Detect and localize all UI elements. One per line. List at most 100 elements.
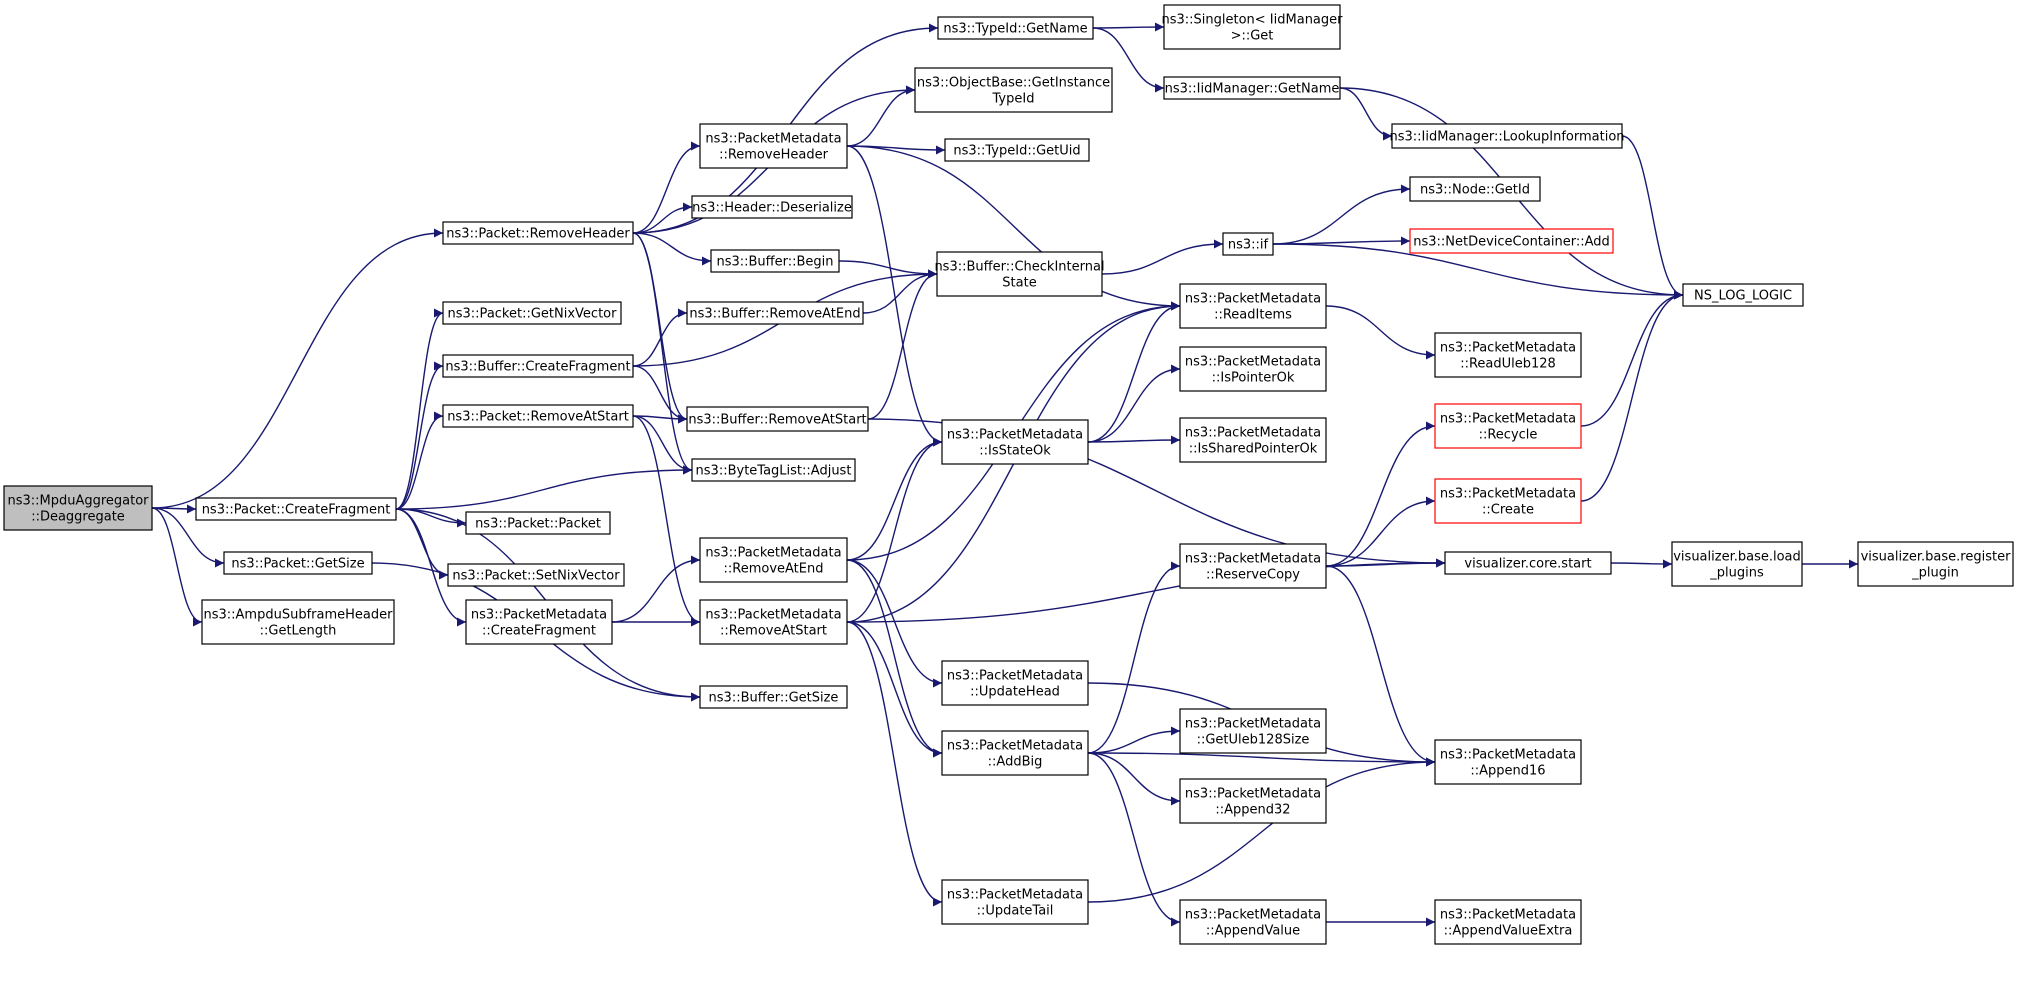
node-box[interactable] [1179, 346, 1327, 392]
node-box[interactable] [1409, 228, 1614, 254]
node-box[interactable] [1163, 76, 1341, 100]
node-box[interactable] [937, 16, 1094, 40]
node-bbegin[interactable]: ns3::Buffer::Begin [710, 249, 840, 273]
node-vregplugin[interactable]: visualizer.base.register_plugin [1857, 541, 2014, 587]
node-reservecopy[interactable]: ns3::PacketMetadata::ReserveCopy [1179, 543, 1327, 589]
node-box[interactable] [699, 599, 848, 645]
node-box[interactable] [465, 511, 611, 535]
node-box[interactable] [3, 485, 153, 531]
node-box[interactable] [691, 458, 856, 482]
node-box[interactable] [944, 138, 1090, 162]
node-box[interactable] [1857, 541, 2014, 587]
node-box[interactable] [941, 660, 1089, 706]
node-bremstart[interactable]: ns3::Buffer::RemoveAtStart [686, 406, 869, 432]
node-append32[interactable]: ns3::PacketMetadata::Append32 [1179, 778, 1327, 824]
node-box[interactable] [699, 123, 848, 169]
node-updatehead[interactable]: ns3::PacketMetadata::UpdateHead [941, 660, 1089, 706]
node-box[interactable] [1222, 232, 1274, 256]
node-ns3if[interactable]: ns3::if [1222, 232, 1274, 256]
node-box[interactable] [699, 537, 848, 583]
node-createfrag[interactable]: ns3::Packet::CreateFragment [195, 497, 397, 521]
node-box[interactable] [1179, 778, 1327, 824]
node-tidgetname[interactable]: ns3::TypeId::GetName [937, 16, 1094, 40]
node-readitems[interactable]: ns3::PacketMetadata::ReadItems [1179, 283, 1327, 329]
node-box[interactable] [1434, 403, 1582, 449]
node-recycle[interactable]: ns3::PacketMetadata::Recycle [1434, 403, 1582, 449]
node-box[interactable] [201, 599, 395, 645]
node-hdrdeser[interactable]: ns3::Header::Deserialize [691, 195, 853, 219]
node-btagadjust[interactable]: ns3::ByteTagList::Adjust [691, 458, 856, 482]
node-vloadplugins[interactable]: visualizer.base.load_plugins [1671, 541, 1803, 587]
node-box[interactable] [686, 406, 869, 432]
node-box[interactable] [941, 879, 1089, 925]
node-lookup[interactable]: ns3::IidManager::LookupInformation [1389, 123, 1625, 149]
node-box[interactable] [1391, 123, 1623, 149]
node-box[interactable] [1444, 551, 1612, 575]
node-box[interactable] [1179, 543, 1327, 589]
node-box[interactable] [941, 730, 1089, 776]
node-box[interactable] [1434, 739, 1582, 785]
node-box[interactable] [1671, 541, 1803, 587]
node-box[interactable] [1163, 4, 1341, 50]
node-getuleb[interactable]: ns3::PacketMetadata::GetUleb128Size [1179, 708, 1327, 754]
node-box[interactable] [1682, 283, 1804, 307]
node-box[interactable] [1434, 332, 1582, 378]
node-box[interactable] [465, 599, 613, 645]
node-box[interactable] [447, 563, 625, 587]
node-ispointerok[interactable]: ns3::PacketMetadata::IsPointerOk [1179, 346, 1327, 392]
node-getuid[interactable]: ns3::TypeId::GetUid [944, 138, 1090, 162]
node-ampdu[interactable]: ns3::AmpduSubframeHeader::GetLength [201, 599, 395, 645]
node-box[interactable] [1179, 417, 1327, 463]
node-box[interactable] [914, 67, 1113, 113]
node-iidgetname[interactable]: ns3::IidManager::GetName [1163, 76, 1341, 100]
node-nslog[interactable]: NS_LOG_LOGIC [1682, 283, 1804, 307]
node-bgetsize[interactable]: ns3::Buffer::GetSize [699, 685, 848, 709]
node-singleton[interactable]: ns3::Singleton< IidManager>::Get [1161, 4, 1343, 50]
node-updatetail[interactable]: ns3::PacketMetadata::UpdateTail [941, 879, 1089, 925]
node-box[interactable] [1179, 899, 1327, 945]
node-box[interactable] [1409, 176, 1541, 202]
node-box[interactable] [442, 301, 622, 325]
node-readuleb[interactable]: ns3::PacketMetadata::ReadUleb128 [1434, 332, 1582, 378]
node-box[interactable] [223, 551, 373, 575]
node-bcreatefrag[interactable]: ns3::Buffer::CreateFragment [442, 354, 634, 378]
node-addbig[interactable]: ns3::PacketMetadata::AddBig [941, 730, 1089, 776]
node-box[interactable] [442, 404, 634, 428]
node-box[interactable] [195, 497, 397, 521]
node-box[interactable] [442, 354, 634, 378]
node-box[interactable] [1434, 899, 1582, 945]
node-issharedok[interactable]: ns3::PacketMetadata::IsSharedPointerOk [1179, 417, 1327, 463]
node-nodegetid[interactable]: ns3::Node::GetId [1409, 176, 1541, 202]
node-pmcreatefrag[interactable]: ns3::PacketMetadata::CreateFragment [465, 599, 613, 645]
node-appendvalue[interactable]: ns3::PacketMetadata::AppendValue [1179, 899, 1327, 945]
node-ndcadd[interactable]: ns3::NetDeviceContainer::Add [1409, 228, 1614, 254]
node-box[interactable] [1434, 478, 1582, 524]
node-box[interactable] [941, 419, 1089, 465]
node-appendextra[interactable]: ns3::PacketMetadata::AppendValueExtra [1434, 899, 1582, 945]
node-box[interactable] [442, 221, 634, 245]
node-pmcreate[interactable]: ns3::PacketMetadata::Create [1434, 478, 1582, 524]
node-pmremend[interactable]: ns3::PacketMetadata::RemoveAtEnd [699, 537, 848, 583]
node-box[interactable] [686, 301, 864, 325]
node-pmremhdr[interactable]: ns3::PacketMetadata::RemoveHeader [699, 123, 848, 169]
node-getnix[interactable]: ns3::Packet::GetNixVector [442, 301, 622, 325]
node-box[interactable] [936, 251, 1103, 297]
node-pgetsize[interactable]: ns3::Packet::GetSize [223, 551, 373, 575]
node-setnix[interactable]: ns3::Packet::SetNixVector [447, 563, 625, 587]
node-box[interactable] [699, 685, 848, 709]
node-pmremstart[interactable]: ns3::PacketMetadata::RemoveAtStart [699, 599, 848, 645]
node-isstateok[interactable]: ns3::PacketMetadata::IsStateOk [941, 419, 1089, 465]
node-append16[interactable]: ns3::PacketMetadata::Append16 [1434, 739, 1582, 785]
node-box[interactable] [1179, 708, 1327, 754]
node-box[interactable] [1179, 283, 1327, 329]
node-box[interactable] [710, 249, 840, 273]
node-premhdr[interactable]: ns3::Packet::RemoveHeader [442, 221, 634, 245]
node-ppacket[interactable]: ns3::Packet::Packet [465, 511, 611, 535]
node-box[interactable] [691, 195, 853, 219]
node-bremend[interactable]: ns3::Buffer::RemoveAtEnd [686, 301, 864, 325]
node-vcorestart[interactable]: visualizer.core.start [1444, 551, 1612, 575]
node-deagg[interactable]: ns3::MpduAggregator::Deaggregate [3, 485, 153, 531]
node-premstart[interactable]: ns3::Packet::RemoveAtStart [442, 404, 634, 428]
